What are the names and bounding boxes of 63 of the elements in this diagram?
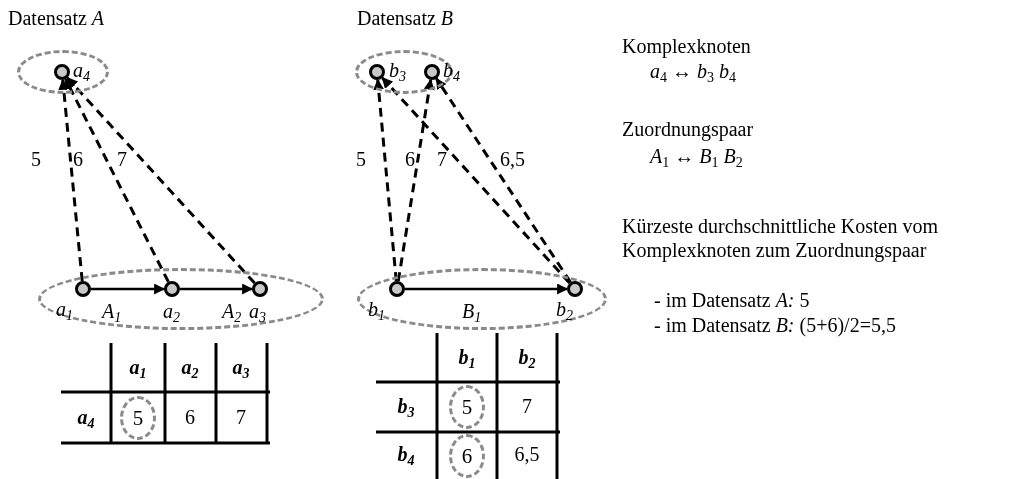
point-label: b$_{4}$ — [443, 60, 460, 84]
graph-point — [54, 64, 70, 80]
table-header: a$_{4}$ — [76, 405, 96, 429]
edge-label: 6 — [73, 147, 83, 171]
text-label: - im Datensatz A: 5 — [654, 288, 810, 312]
table-value: 7 — [521, 394, 533, 418]
dashed-arrow — [396, 78, 435, 282]
point-label: a$_{2}$ — [163, 301, 180, 325]
edge-label: 6 — [405, 147, 415, 171]
dashed-arrow — [373, 78, 398, 282]
text-label: Zuordnungspaar — [622, 117, 754, 141]
text-label: A$_{1}$ ↔ B$_{1}$ B$_{2}$ — [650, 144, 743, 168]
point-label: b$_{1}$ — [368, 299, 385, 323]
circled-table-value: 5 — [449, 385, 485, 429]
table-header: a$_{1}$ — [128, 355, 148, 379]
point-label: b$_{2}$ — [556, 299, 573, 323]
table-value: 7 — [235, 405, 247, 429]
point-label: a$_{3}$ — [249, 301, 266, 325]
arrow — [180, 283, 254, 295]
edge-label: 5 — [31, 147, 41, 171]
edge-label: B$_{1}$ — [462, 299, 482, 323]
arrow — [405, 283, 569, 295]
table-header: a$_{2}$ — [180, 355, 200, 379]
text-label: Komplexknoten — [622, 34, 751, 58]
note-paragraph: Kürzeste durchschnittliche Kosten vom Komplexknoten zum Zuordnungspaar — [622, 214, 940, 262]
circled-table-value: 5 — [120, 396, 156, 440]
table-header: a$_{3}$ — [231, 355, 251, 379]
table-value: 6,5 — [513, 442, 541, 466]
text-label: Datensatz A — [8, 6, 105, 30]
graph-point — [252, 281, 268, 297]
graph-point — [424, 64, 440, 80]
point-label: a$_{4}$ — [73, 60, 90, 84]
edge-label: 7 — [437, 147, 447, 171]
table-header: b$_{3}$ — [396, 394, 416, 418]
table-header: b$_{4}$ — [396, 442, 416, 466]
group-ellipse — [357, 268, 607, 330]
edge-label: 5 — [356, 147, 366, 171]
group-ellipse — [38, 268, 324, 330]
edge-label: A$_{2}$ — [222, 299, 242, 323]
text-label: - im Datensatz B: (5+6)/2=5,5 — [654, 313, 896, 337]
table-header: b$_{2}$ — [517, 345, 537, 369]
dashed-arrow — [435, 77, 572, 284]
arrow — [91, 283, 166, 295]
table-header: b$_{1}$ — [457, 345, 477, 369]
edge-label: A$_{1}$ — [102, 299, 122, 323]
dashed-arrow — [64, 78, 170, 283]
text-label: a$_{4}$ ↔ b$_{3}$ b$_{4}$ — [650, 59, 736, 83]
circled-table-value: 6 — [449, 434, 485, 478]
graph-point — [164, 281, 180, 297]
graph-point — [75, 281, 91, 297]
graph-point — [389, 281, 405, 297]
dashed-arrow — [58, 78, 84, 282]
graph-point — [567, 281, 583, 297]
text-label: Datensatz B — [357, 6, 454, 30]
point-label: b$_{3}$ — [389, 60, 406, 84]
group-ellipse — [17, 50, 109, 94]
table-value: 6 — [184, 405, 196, 429]
dashed-arrow — [66, 76, 256, 285]
point-label: a$_{1}$ — [56, 299, 73, 323]
edge-label: 7 — [117, 147, 127, 171]
graph-point — [369, 64, 385, 80]
dashed-arrow — [381, 76, 571, 285]
edge-label: 6,5 — [500, 147, 525, 171]
